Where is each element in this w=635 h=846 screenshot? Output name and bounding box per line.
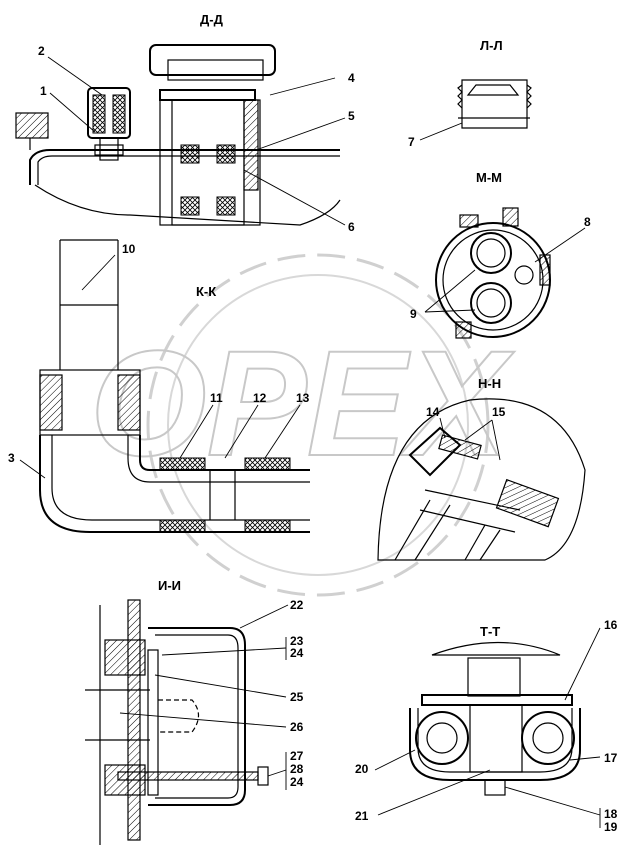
section-dd-title: Д-Д [200,12,224,27]
section-nn-title: Н-Н [478,376,501,391]
callout-23: 23 [290,634,304,648]
callout-27: 27 [290,749,304,763]
callout-25: 25 [290,690,304,704]
callout-6: 6 [348,220,355,234]
callout-26: 26 [290,720,304,734]
section-tt: Т-Т 16 17 18 19 20 21 [355,618,618,834]
callout-24-upper: 24 [290,646,304,660]
callout-15: 15 [492,405,506,419]
callout-24-lower: 24 [290,775,304,789]
section-mm: М-М 8 9 [410,170,591,339]
callout-3: 3 [8,451,15,465]
callout-8: 8 [584,215,591,229]
section-nn: Н-Н 14 15 [377,376,586,561]
callout-1: 1 [40,84,47,98]
callout-16: 16 [604,618,618,632]
callout-7: 7 [408,135,415,149]
section-ll: Л-Л 7 [408,38,532,149]
callout-22: 22 [290,598,304,612]
callout-17: 17 [604,751,618,765]
callout-2: 2 [38,44,45,58]
callout-12: 12 [253,391,267,405]
callout-21: 21 [355,809,369,823]
section-mm-title: М-М [476,170,502,185]
callout-11: 11 [210,391,223,405]
section-kk: К-К 10 3 11 12 13 [8,239,310,533]
watermark-logo: OPEX [89,253,516,597]
callout-5: 5 [348,109,355,123]
callout-20: 20 [355,762,369,776]
section-ii-title: И-И [158,578,181,593]
callout-19: 19 [604,820,618,834]
callout-13: 13 [296,391,310,405]
callout-4: 4 [348,71,355,85]
callout-10: 10 [122,242,136,256]
callout-9: 9 [410,307,417,321]
callout-14: 14 [426,405,440,419]
callout-18: 18 [604,807,618,821]
section-dd: Д-Д 1 2 4 5 6 [15,12,355,234]
section-kk-title: К-К [196,284,216,299]
section-ll-title: Л-Л [480,38,503,53]
callout-28: 28 [290,762,304,776]
section-ii: И-И 22 23 24 25 26 27 28 24 [85,578,304,845]
section-tt-title: Т-Т [480,624,500,639]
